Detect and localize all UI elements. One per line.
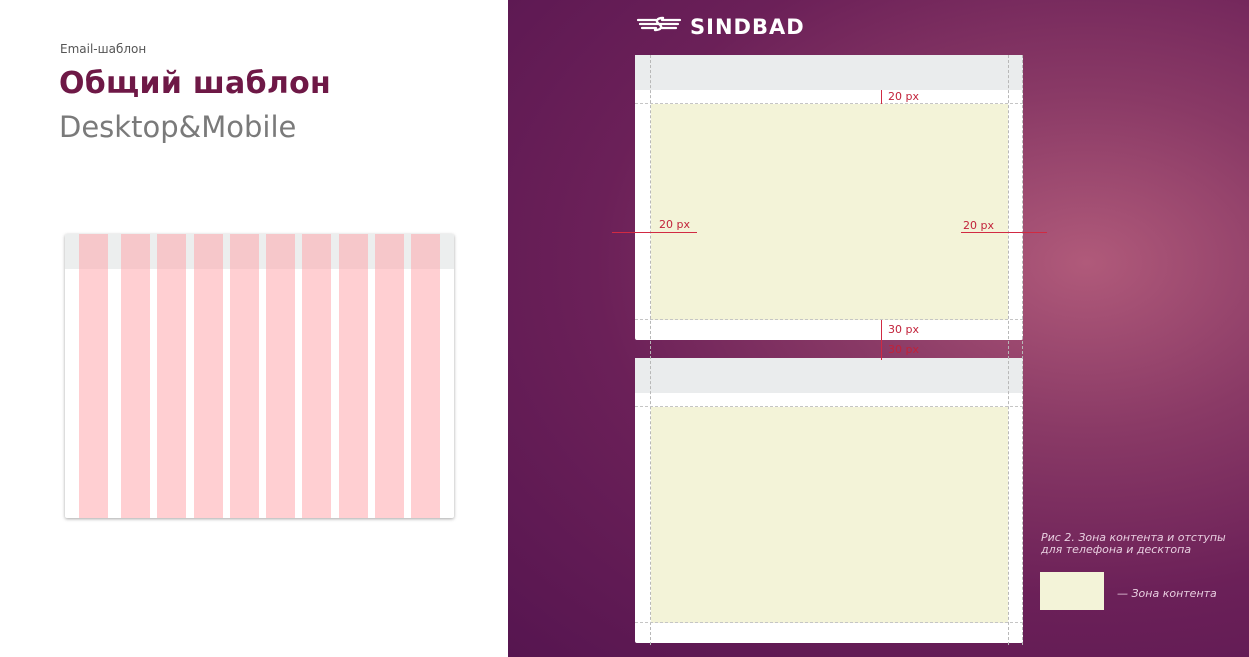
- top-measure-line: [881, 90, 882, 104]
- mobile-frame: [635, 358, 1023, 643]
- frame-edge-guide: [1022, 55, 1023, 645]
- grid-column: [375, 234, 404, 518]
- column-grid-preview: [65, 234, 454, 518]
- eyebrow-label: Email-шаблон: [60, 42, 147, 56]
- grid-column: [194, 234, 223, 518]
- left-measure-label: 20 px: [659, 218, 690, 231]
- right-measure-label: 20 px: [963, 219, 994, 232]
- frame-gap-measure-label: 30 px: [888, 343, 919, 356]
- grid-column: [339, 234, 368, 518]
- right-margin-guide: [1008, 55, 1009, 645]
- left-margin-guide: [650, 55, 651, 645]
- grid-column: [302, 234, 331, 518]
- frame-header: [635, 358, 1023, 393]
- bottom-margin-guide: [635, 319, 1023, 320]
- grid-column: [230, 234, 259, 518]
- frame-header: [635, 55, 1023, 90]
- left-panel: Email-шаблон Общий шаблон Desktop&Mobile: [0, 0, 508, 657]
- right-panel: SINDBAD 20 px 20 px 20 px 30 px 30 px Ри…: [508, 0, 1249, 657]
- legend-label: — Зона контента: [1117, 587, 1217, 600]
- right-measure-line: [961, 232, 1047, 233]
- bottom-inner-measure-label: 30 px: [888, 323, 919, 336]
- sindbad-logo: SINDBAD: [636, 14, 805, 39]
- bottom-measure-line: [881, 320, 882, 360]
- top-margin-guide: [635, 103, 1023, 104]
- content-zone: [651, 407, 1008, 623]
- top-margin-guide: [635, 406, 1023, 407]
- bottom-margin-guide: [635, 622, 1023, 623]
- desktop-frame: [635, 55, 1023, 340]
- grid-column: [79, 234, 108, 518]
- grid-column: [157, 234, 186, 518]
- top-measure-label: 20 px: [888, 90, 919, 103]
- legend-swatch: [1040, 572, 1104, 610]
- content-zone: [651, 104, 1008, 320]
- sindbad-wings-icon: [636, 14, 682, 39]
- page-title: Общий шаблон: [59, 66, 332, 101]
- logo-text: SINDBAD: [690, 14, 805, 39]
- figure-caption: Рис 2. Зона контента и отступы для телеф…: [1041, 531, 1226, 556]
- left-measure-line: [612, 232, 697, 233]
- page-subtitle: Desktop&Mobile: [59, 110, 297, 144]
- grid-column: [121, 234, 150, 518]
- grid-column: [266, 234, 295, 518]
- grid-column: [411, 234, 440, 518]
